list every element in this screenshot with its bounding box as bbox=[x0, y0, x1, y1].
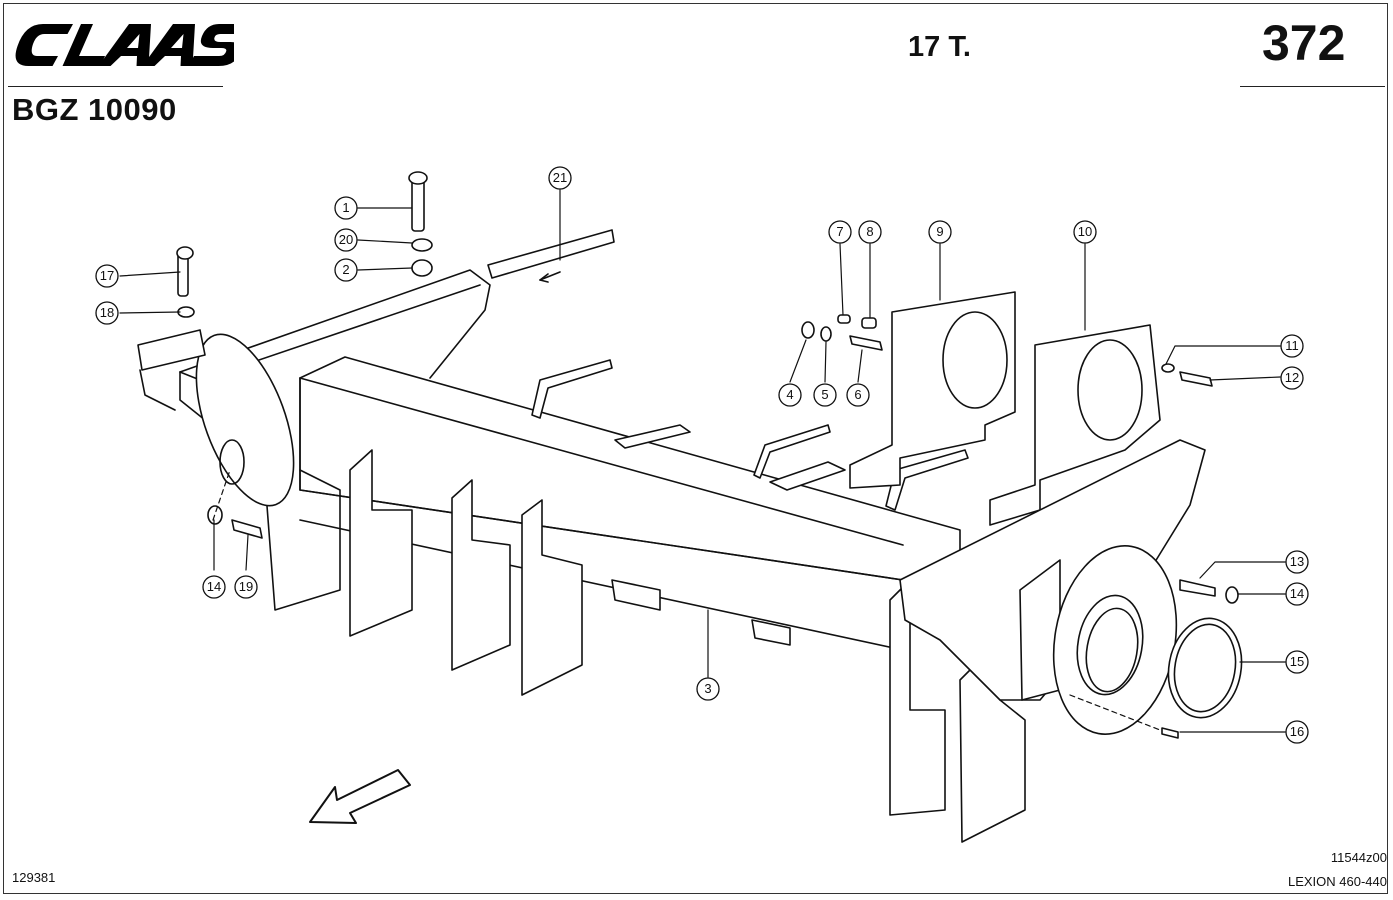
callout-10: 10 bbox=[1078, 224, 1092, 239]
weight-label: 17 T. bbox=[908, 31, 971, 63]
page-number: 372 bbox=[1262, 15, 1346, 71]
claas-logo bbox=[14, 20, 250, 75]
callout-6: 6 bbox=[854, 387, 861, 402]
callout-16: 16 bbox=[1290, 724, 1304, 739]
callout-20: 20 bbox=[339, 232, 353, 247]
leader-lines bbox=[119, 189, 1286, 733]
document-code: BGZ 10090 bbox=[12, 92, 177, 127]
callout-1: 1 bbox=[342, 200, 349, 215]
callout-17: 17 bbox=[100, 268, 114, 283]
mounting-plate-10 bbox=[989, 324, 1161, 526]
seal-ring-15 bbox=[1167, 617, 1243, 719]
hanger-plates bbox=[349, 449, 1026, 843]
mounting-plate-9 bbox=[849, 291, 1016, 489]
direction-arrow bbox=[309, 769, 411, 824]
callout-18: 18 bbox=[100, 305, 114, 320]
beam-brackets bbox=[531, 359, 969, 646]
flat-bar bbox=[487, 229, 615, 283]
callout-3: 3 bbox=[704, 681, 711, 696]
callout-19: 19 bbox=[239, 579, 253, 594]
callout-2: 2 bbox=[342, 262, 349, 277]
page-frame bbox=[3, 3, 1388, 894]
callout-13: 13 bbox=[1290, 554, 1304, 569]
callout-14-right: 14 bbox=[1290, 586, 1304, 601]
callout-11: 11 bbox=[1285, 338, 1299, 353]
callout-labels: 1 2 3 4 5 6 7 8 9 10 11 12 13 14 14 15 1… bbox=[100, 170, 1304, 739]
logo-underline bbox=[8, 86, 223, 87]
callout-4: 4 bbox=[786, 387, 793, 402]
callout-12: 12 bbox=[1285, 370, 1299, 385]
drawing-id: 129381 bbox=[12, 870, 56, 885]
model-label: LEXION 460-440 bbox=[1287, 874, 1387, 889]
callout-circles bbox=[95, 166, 1309, 744]
callout-5: 5 bbox=[821, 387, 828, 402]
callout-21: 21 bbox=[553, 170, 567, 185]
callout-7: 7 bbox=[836, 224, 843, 239]
fasteners bbox=[176, 171, 1239, 739]
callout-9: 9 bbox=[936, 224, 943, 239]
reference-code: 11544z00 bbox=[1330, 850, 1387, 865]
callout-14-left: 14 bbox=[207, 579, 221, 594]
left-bearing-housing bbox=[137, 329, 295, 507]
right-flange bbox=[1052, 545, 1178, 735]
callout-15: 15 bbox=[1290, 654, 1304, 669]
callout-8: 8 bbox=[866, 224, 873, 239]
page-number-underline bbox=[1240, 86, 1385, 87]
